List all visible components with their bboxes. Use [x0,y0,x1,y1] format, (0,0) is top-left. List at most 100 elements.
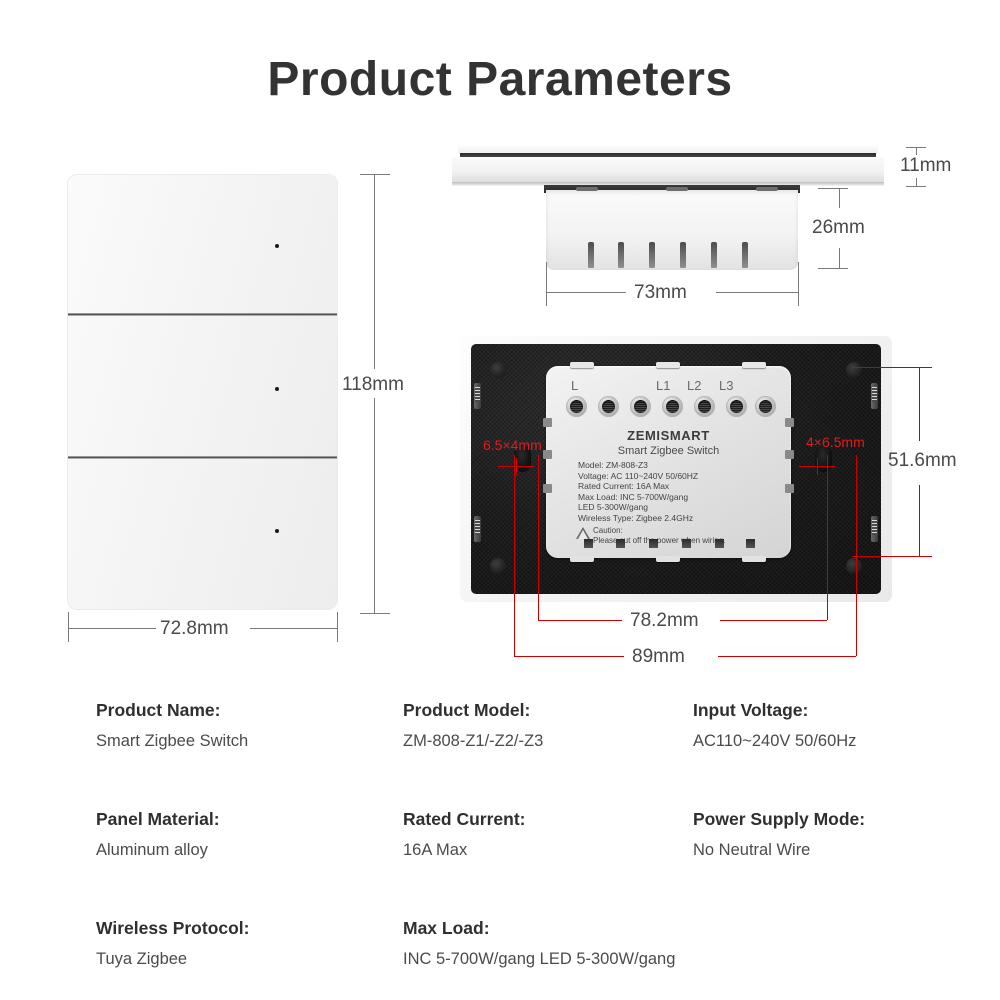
frame-corner-bl [490,558,506,574]
dim-728-tick-left [68,612,69,642]
led-indicator-3 [275,529,279,533]
module-pin-4 [682,539,691,548]
caution-text: Please cut off the power when wiring. [593,535,726,545]
dim-outer-width-label: 89mm [632,646,685,667]
hole-size-right-label: 4×6.5mm [806,434,865,450]
spec-item-product-name: Product Name: Smart Zigbee Switch [96,700,250,751]
spec-value-wireless-protocol: Tuya Zigbee [96,950,188,968]
module-pin-1 [584,539,593,548]
module-side-tab-l3 [543,484,552,493]
spec-item-product-model: Product Model: ZM-808-Z1/-Z2/-Z3 [403,700,675,751]
side-body-shadow [452,182,884,186]
led-indicator-2 [275,387,279,391]
dim-11-line-lower [916,178,917,186]
spec-item-wireless-protocol: Wireless Protocol: Tuya Zigbee [96,918,250,969]
spec-value-panel-material: Aluminum alloy [96,841,208,859]
dim-728-line-left [68,628,156,629]
warning-triangle-icon [576,527,590,539]
side-vent-slot-4 [680,242,686,268]
spec-key-panel-material: Panel Material: [96,809,220,829]
side-vent-slot-2 [618,242,624,268]
dim-panel-height-label: 118mm [342,374,404,395]
dim-depth-label: 26mm [812,217,865,238]
dim-118-line-upper [374,174,375,369]
dim-73-line-right [716,292,798,293]
side-vent-slot-5 [711,242,717,268]
dim-782-line-left [538,620,622,621]
spec-item-input-voltage: Input Voltage: AC110~240V 50/60Hz [693,700,865,751]
module-side-tab-r3 [785,484,794,493]
module-top-tab-1 [570,362,594,368]
module-pin-2 [616,539,625,548]
screw-terminal-1 [566,396,587,417]
dim-118-tick-top [360,174,390,175]
side-body [452,157,884,183]
module-bottom-tab-3 [742,556,766,562]
dim-118-tick-bottom [360,613,390,614]
dim-89-line-right [718,656,856,657]
switch-back-view: L L1 L2 L3 ZEMISMART Smart Zigbee Switch… [460,336,892,602]
brand-name: ZEMISMART [627,428,710,443]
screw-terminal-4 [662,396,683,417]
printed-spec-line-3: Rated Current: 16A Max [578,481,670,491]
dim-782-line-right [720,620,827,621]
dim-73-tick-right [798,262,799,306]
spec-key-product-model: Product Model: [403,700,531,720]
dim-516-line-upper [919,367,920,441]
spec-key-power-supply-mode: Power Supply Mode: [693,809,866,829]
dim-11-line-upper [916,147,917,155]
frame-corner-tr [846,362,862,378]
led-indicator-1 [275,244,279,248]
dim-26-tick-top [818,188,848,189]
dim-516-tick-bottom [852,556,932,557]
spec-item-power-supply-mode: Power Supply Mode: No Neutral Wire [693,809,865,860]
module-top-tab-3 [742,362,766,368]
dim-118-line-lower [374,398,375,613]
dim-panel-width-label: 72.8mm [160,618,229,639]
side-dark-seam [460,153,876,158]
caution-row: Caution: Please cut off the power when w… [546,526,791,545]
dim-thickness-label: 11mm [900,155,952,176]
mounting-hole-left [514,445,531,472]
screw-terminal-2 [598,396,619,417]
frame-notch-left-bottom [474,516,481,542]
dim-516-line-lower [919,485,920,556]
module-bottom-tab-1 [570,556,594,562]
side-top-plate [458,146,878,153]
dim-inner-width-label: 78.2mm [630,610,699,631]
module-pin-6 [746,539,755,548]
module-printed-label: ZEMISMART Smart Zigbee Switch Model: ZM-… [546,428,791,545]
dim-516-tick-top [852,367,932,368]
hole-size-left-label: 6.5×4mm [483,437,542,453]
switch-side-view [448,146,888,286]
frame-notch-left-top [474,383,481,409]
frame-notch-right-bottom [871,516,878,542]
dim-782-ext-right [827,455,828,620]
module-side-tab-r1 [785,418,794,427]
dim-26-line-lower [839,248,840,268]
terminal-label-L1: L1 [656,378,671,393]
screw-terminal-5 [694,396,715,417]
screw-terminal-3 [630,396,651,417]
side-vent-slot-6 [742,242,748,268]
printed-spec-line-2: Voltage: AC 110~240V 50/60HZ [578,470,699,481]
spec-value-power-supply-mode: No Neutral Wire [693,841,811,859]
spec-key-rated-current: Rated Current: [403,809,526,829]
module-pin-3 [649,539,658,548]
spec-value-max-load: INC 5-700W/gang LED 5-300W/gang [403,950,676,968]
printed-spec-line-6: Wireless Type: Zigbee 2.4GHz [578,512,694,523]
dim-73-tick-left [546,262,547,306]
dim-728-tick-right [337,612,338,642]
spec-column-1: Product Name: Smart Zigbee Switch Panel … [96,700,250,969]
frame-corner-tl [490,362,506,378]
spec-key-max-load: Max Load: [403,918,490,938]
dim-89-ext-right [856,455,857,656]
dim-module-height-label: 51.6mm [888,450,957,471]
module-pin-5 [715,539,724,548]
dim-782-ext-left [538,455,539,620]
printed-spec-lines: Model: ZM-808-Z3 Voltage: AC 110~240V 50… [546,460,791,523]
module-side-tab-r2 [785,450,794,459]
terminal-label-L3: L3 [719,378,734,393]
module-bottom-tab-2 [656,556,680,562]
side-tab-1 [576,187,598,191]
